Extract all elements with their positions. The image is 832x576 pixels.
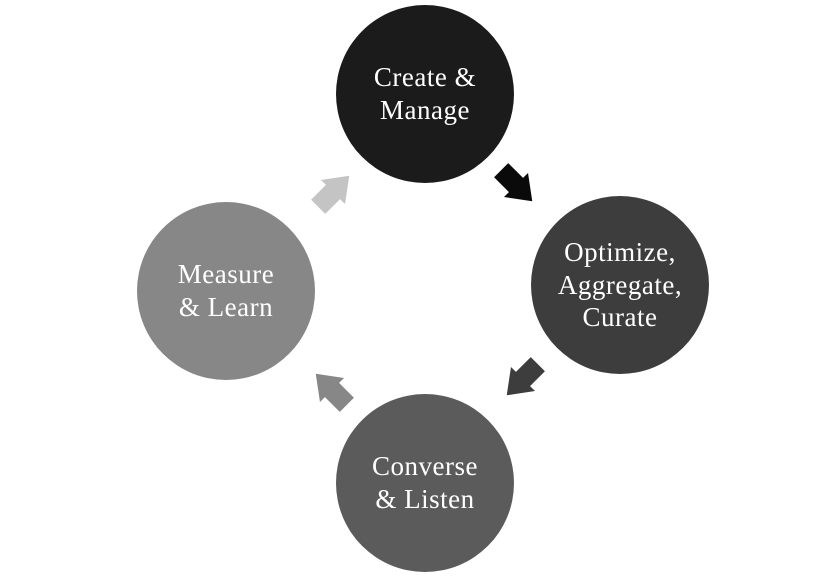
- arrow-create-to-optimize-icon: [494, 163, 533, 202]
- arrow-shape: [315, 373, 354, 412]
- arrow-converse-to-measure-icon: [315, 373, 354, 412]
- cycle-node-label: Optimize, Aggregate, Curate: [557, 236, 683, 333]
- arrow-optimize-to-converse-icon: [506, 357, 545, 396]
- cycle-node-converse-listen: Converse & Listen: [336, 394, 514, 572]
- cycle-node-label: Measure & Learn: [177, 259, 275, 322]
- arrow-shape: [494, 163, 533, 202]
- cycle-node-label: Converse & Listen: [372, 451, 478, 514]
- cycle-node-label: Create & Manage: [373, 62, 477, 125]
- cycle-node-measure-learn: Measure & Learn: [137, 202, 315, 380]
- arrow-shape: [311, 175, 350, 214]
- arrow-shape: [506, 357, 545, 396]
- cycle-node-create-manage: Create & Manage: [336, 5, 514, 183]
- cycle-node-optimize-aggregate-curate: Optimize, Aggregate, Curate: [531, 196, 709, 374]
- arrow-measure-to-create-icon: [311, 175, 350, 214]
